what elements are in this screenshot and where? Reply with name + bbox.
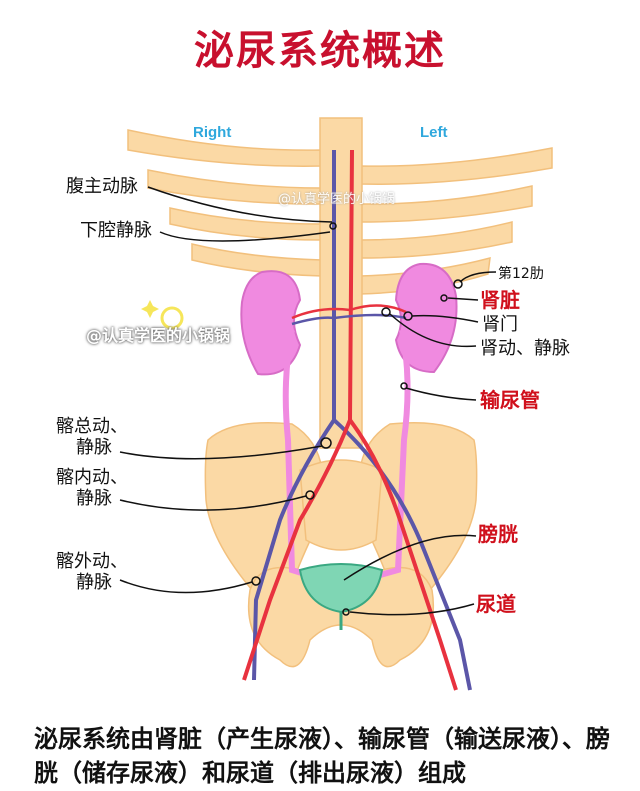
sparkle-decoration [141,300,184,330]
left-ureter [379,329,411,578]
label-ivc: 下腔静脉 [80,220,152,241]
label-rib12: 第12肋 [498,266,544,282]
label-bladder: 膀胱 [478,522,518,546]
bladder [298,563,384,614]
direction-left: Left [420,124,448,141]
caption: 泌尿系统由肾脏（产生尿液）、输尿管（输送尿液）、膀胱（储存尿液）和尿道（排出尿液… [34,725,610,787]
label-ureter: 输尿管 [480,388,540,412]
label-abdominal-aorta: 腹主动脉 [66,176,138,197]
label-common-iliac-line2: 静脉 [76,437,112,458]
label-renal-vessels: 肾动、静脉 [480,338,570,359]
label-external-iliac-line2: 静脉 [76,572,112,593]
renal-vein [291,313,407,326]
label-internal-iliac-line2: 静脉 [76,488,112,509]
label-common-iliac-line1: 髂总动、 [56,416,128,437]
leader-lines [119,186,497,616]
label-hilum: 肾门 [482,314,518,335]
watermark-top: @认真学医的小锅锅 [278,192,396,207]
direction-right: Right [193,124,232,141]
left-kidney [394,262,458,374]
label-kidney: 肾脏 [480,288,520,312]
page-title: 泌尿系统概述 [194,28,446,74]
right-ureter [282,329,309,578]
label-internal-iliac-line1: 髂内动、 [56,467,128,488]
left-iliac-vein [332,418,472,691]
ribs [127,129,553,295]
abdominal-aorta [242,149,354,681]
left-iliac-artery [348,418,458,691]
label-external-iliac-line1: 髂外动、 [56,551,128,572]
spine [319,117,363,449]
watermark-main: @认真学医的小锅锅 [86,326,231,345]
renal-artery [291,304,407,320]
inferior-vena-cava [252,150,336,681]
label-urethra: 尿道 [476,592,516,616]
right-kidney [240,270,302,376]
